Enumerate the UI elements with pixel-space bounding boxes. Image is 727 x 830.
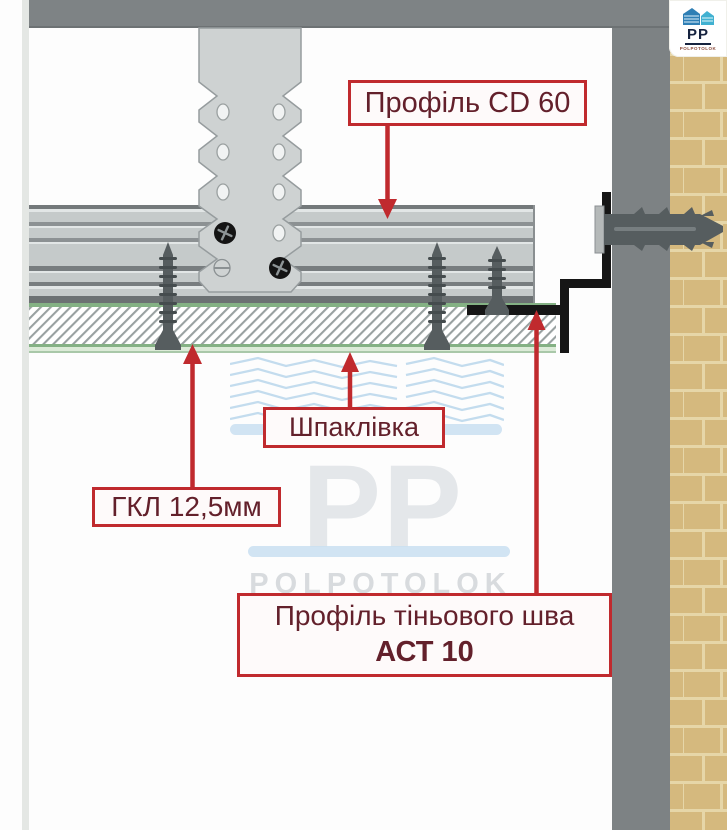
bracket-holes bbox=[213, 103, 286, 278]
left-edge-strip bbox=[22, 0, 29, 830]
callout-arrows bbox=[183, 125, 546, 593]
ceiling-slab bbox=[29, 0, 670, 28]
flange-screw-short bbox=[485, 246, 509, 315]
drywall-screw-mid bbox=[424, 242, 450, 350]
putty-layer bbox=[29, 344, 556, 353]
logo-buildings-icon bbox=[683, 8, 714, 25]
drywall-screws bbox=[155, 242, 509, 350]
label-shadow-profile: Профіль тіньового шва АСТ 10 bbox=[237, 593, 612, 677]
label-gkl: ГКЛ 12,5мм bbox=[92, 487, 281, 527]
label-shpaklivka: Шпаклівка bbox=[263, 407, 445, 448]
label-gkl-text: ГКЛ 12,5мм bbox=[111, 491, 262, 522]
bracket-screw-1 bbox=[214, 222, 236, 244]
label-shpaklivka-text: Шпаклівка bbox=[288, 412, 420, 442]
logo-pp-text: PP bbox=[684, 26, 711, 45]
label-cd60: Профіль CD 60 bbox=[348, 80, 587, 126]
arrow-shpaklivka bbox=[341, 352, 359, 407]
arrow-cd60 bbox=[378, 125, 397, 219]
wall-anchor-dowel bbox=[594, 205, 723, 254]
wall-plaster-band bbox=[612, 0, 670, 830]
hanger-bracket bbox=[198, 27, 302, 293]
label-shadow-profile-line1: Профіль тіньового шва bbox=[274, 599, 575, 631]
drywall-screw-left bbox=[155, 242, 181, 350]
brick-wall bbox=[670, 0, 727, 830]
bracket-screw-2 bbox=[269, 257, 291, 279]
watermark-bar-bottom bbox=[248, 546, 510, 557]
bracket-slot bbox=[213, 258, 231, 278]
arrow-gkl bbox=[183, 344, 202, 487]
label-shadow-profile-line2: АСТ 10 bbox=[375, 636, 474, 669]
logo-brand-text: POLPOTOLOK bbox=[679, 46, 717, 51]
brand-logo: PP POLPOTOLOK bbox=[669, 0, 727, 57]
label-cd60-text: Профіль CD 60 bbox=[364, 86, 571, 119]
arrow-ast10 bbox=[527, 310, 546, 593]
